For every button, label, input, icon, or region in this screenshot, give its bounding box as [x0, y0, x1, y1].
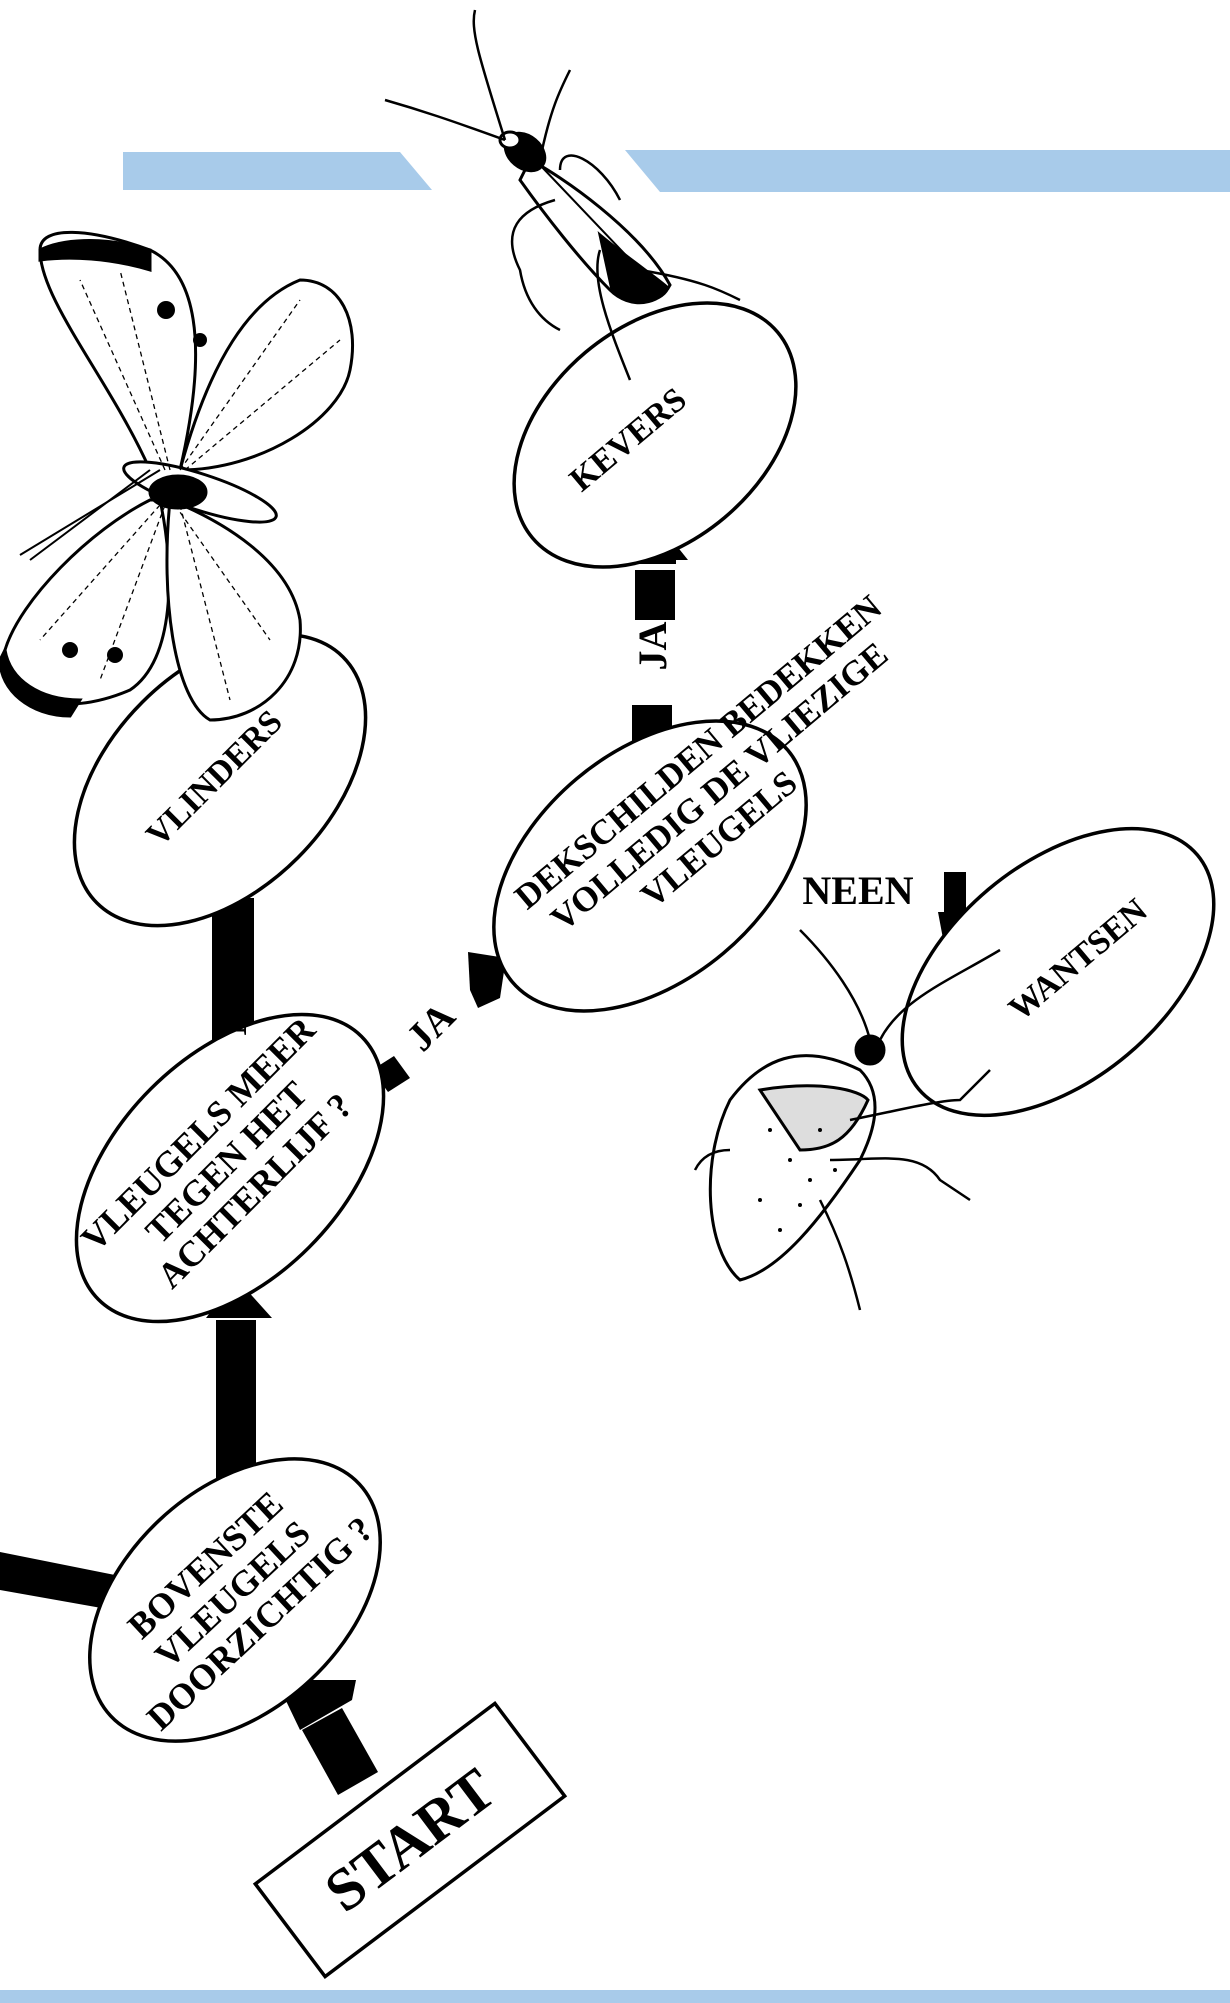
butterfly-icon [0, 232, 353, 720]
edge-label-q2-q3: JA [397, 993, 463, 1059]
start-box: START [255, 1703, 564, 1976]
edge-label-q3-kevers: JA [630, 621, 675, 670]
edge-label-q2-vlinders: NEEN [210, 924, 255, 1035]
edge-label-q3-wantsen: NEEN [802, 868, 913, 913]
edge-label-q1-q2: NEEN [212, 1356, 257, 1467]
